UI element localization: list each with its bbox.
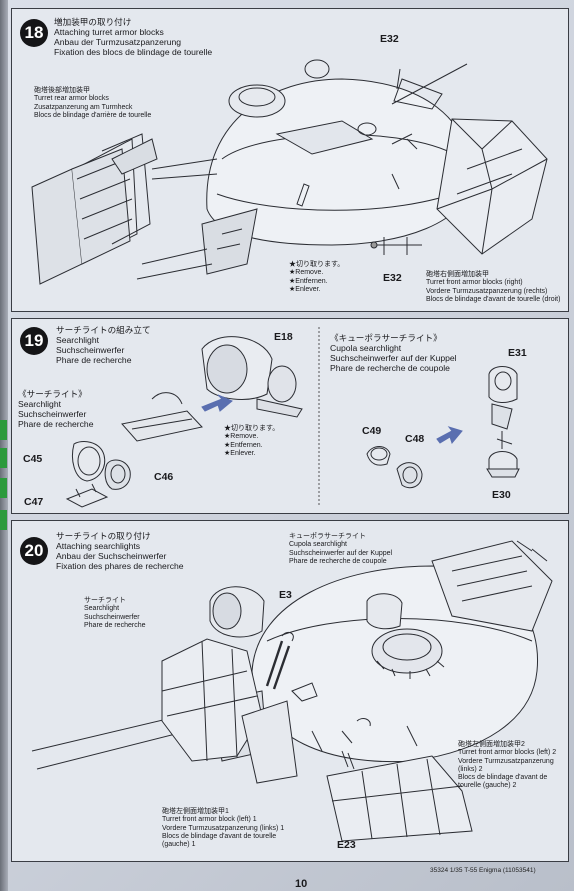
left2-de: Vordere Turmzusatzpanzerung [458,757,554,765]
cupola-fr: Phare de recherche de coupole [289,557,387,565]
title-de: Suchscheinwerfer [56,345,125,355]
cupola-fr: Phare de recherche de coupole [330,363,450,373]
step-number-badge: 19 [20,327,48,355]
edge-tab [0,448,7,468]
search-ja: サーチライト [84,597,126,604]
cupola-en: Cupola searchlight [330,343,402,353]
left2-en: Turret front armor blocks (left) 2 [458,749,557,757]
remove-ja: ★切り取ります。 [224,425,280,432]
searchlight-sub-title: 《サーチライト》 Searchlight Suchscheinwerfer Ph… [18,389,93,429]
part-label-c48: C48 [405,433,425,445]
edge-tab [0,510,7,530]
kit-code: 35324 1/35 T-55 Enigma (11053541) [430,867,536,874]
cupola-en: Cupola searchlight [289,541,347,549]
search-en: Searchlight [84,605,120,613]
step-title: サーチライトの取り付け Attaching searchlights Anbau… [56,531,184,571]
cupola-de: Suchscheinwerfer auf der Kuppel [289,549,393,557]
searchlight-label: サーチライト Searchlight Suchscheinwerfer Phar… [84,597,145,630]
page-edge [0,0,8,891]
cupola-sub-title: 《キューポラサーチライト》 Cupola searchlight Suchsch… [330,333,457,373]
title-en: Searchlight [56,335,99,345]
step-number-badge: 20 [20,537,48,565]
remove-en: ★Remove. [224,433,259,441]
step-18-drawing [31,59,548,285]
step-20-drawing [31,540,553,842]
step-number-badge: 18 [20,19,48,47]
step-title: サーチライトの組み立て Searchlight Suchscheinwerfer… [56,325,151,365]
part-label-e18: E18 [274,331,293,343]
title-ja: サーチライトの組み立て [56,325,151,335]
title-en: Attaching searchlights [56,541,141,551]
part-label-e3: E3 [279,589,292,601]
part-label-e32: E32 [380,33,399,45]
rear-en: Turret rear armor blocks [34,95,109,103]
step-title: 増加装甲の取り付け Attaching turret armor blocks … [54,17,212,57]
title-de: Anbau der Suchscheinwerfer [56,551,167,561]
front-armor-label: 砲塔右側面増加装甲 Turret front armor blocks (rig… [426,271,560,304]
part-label-c45: C45 [23,453,43,465]
step-19-drawing [65,327,520,508]
title-fr: Fixation des blocs de blindage de tourel… [54,47,213,57]
page-number: 10 [295,878,308,890]
rear-de: Zusatzpanzerung am Turmheck [34,103,133,111]
left-armor-2-label: 砲塔左側面増加装甲2 Turret front armor blocks (le… [458,741,556,791]
step-number: 19 [24,331,44,350]
title-fr: Fixation des phares de recherche [56,561,184,571]
remove-note: ★切り取ります。 ★Remove. ★Entfernen. ★Enlever. [289,261,344,294]
left2-fr: Blocs de blindage d'avant de [458,774,548,782]
left2-ja: 砲塔左側面増加装甲2 [458,741,525,748]
front-ja: 砲塔右側面増加装甲 [426,271,489,278]
sub-ja: 《サーチライト》 [18,389,87,399]
part-label-c49: C49 [362,425,382,437]
part-label-e30: E30 [492,489,511,501]
sub-fr: Phare de recherche [18,419,94,429]
left2-de-cont: (links) 2 [458,765,483,773]
part-label-e31: E31 [508,347,527,359]
title-fr: Phare de recherche [56,355,132,365]
cupola-ja: 《キューポラサーチライト》 [330,333,442,343]
search-fr: Phare de recherche [84,621,146,629]
part-label-e23: E23 [337,839,356,851]
cupola-de: Suchscheinwerfer auf der Kuppel [330,353,457,363]
front-de: Vordere Turmzusatzpanzerung (rechts) [426,287,548,295]
left1-ja: 砲塔左側面増加装甲1 [162,808,229,815]
edge-tab [0,420,7,440]
step-18-panel: 18 増加装甲の取り付け Attaching turret armor bloc… [11,8,569,312]
title-en: Attaching turret armor blocks [54,27,164,37]
front-fr: Blocs de blindage d'avant de tourelle (d… [426,295,561,303]
left1-de: Vordere Turmzusatzpanzerung (links) 1 [162,824,285,832]
left-armor-1-label: 砲塔左側面増加装甲1 Turret front armor block (lef… [162,808,284,849]
step-19-panel: 19 サーチライトの組み立て Searchlight Suchscheinwer… [11,318,569,514]
title-de: Anbau der Turmzusatzpanzerung [54,37,182,47]
sub-de: Suchscheinwerfer [18,409,87,419]
remove-fr: ★Enlever. [289,285,321,293]
remove-note: ★切り取ります。 ★Remove. ★Entfernen. ★Enlever. [224,425,279,458]
remove-de: ★Entfernen. [289,277,328,285]
title-ja: 増加装甲の取り付け [54,17,132,27]
front-en: Turret front armor blocks (right) [426,279,523,287]
part-label-c47: C47 [24,496,44,508]
rear-fr: Blocs de blindage d'arrière de tourelle [34,111,152,119]
step-number: 20 [24,541,44,560]
remove-fr: ★Enlever. [224,449,256,457]
left1-fr-cont: (gauche) 1 [162,841,196,849]
remove-ja: ★切り取ります。 [289,261,345,268]
remove-de: ★Entfernen. [224,441,263,449]
left2-fr-cont: tourelle (gauche) 2 [458,782,517,790]
part-label-e32-sprue: E32 [383,272,402,284]
rear-ja: 砲塔後部増加装甲 [34,87,90,94]
step-number: 18 [24,23,44,42]
rear-armor-label: 砲塔後部増加装甲 Turret rear armor blocks Zusatz… [34,87,151,120]
cupola-searchlight-label: キューポラサーチライト Cupola searchlight Suchschei… [289,533,392,566]
sub-en: Searchlight [18,399,61,409]
cupola-ja: キューポラサーチライト [289,533,366,540]
search-de: Suchscheinwerfer [84,613,140,621]
step-20-panel: 20 サーチライトの取り付け Attaching searchlights An… [11,520,569,862]
edge-tab [0,478,7,498]
remove-en: ★Remove. [289,269,324,277]
title-ja: サーチライトの取り付け [56,531,151,541]
part-label-c46: C46 [154,471,174,483]
left1-fr: Blocs de blindage d'avant de tourelle [162,832,277,840]
left1-en: Turret front armor block (left) 1 [162,816,257,824]
